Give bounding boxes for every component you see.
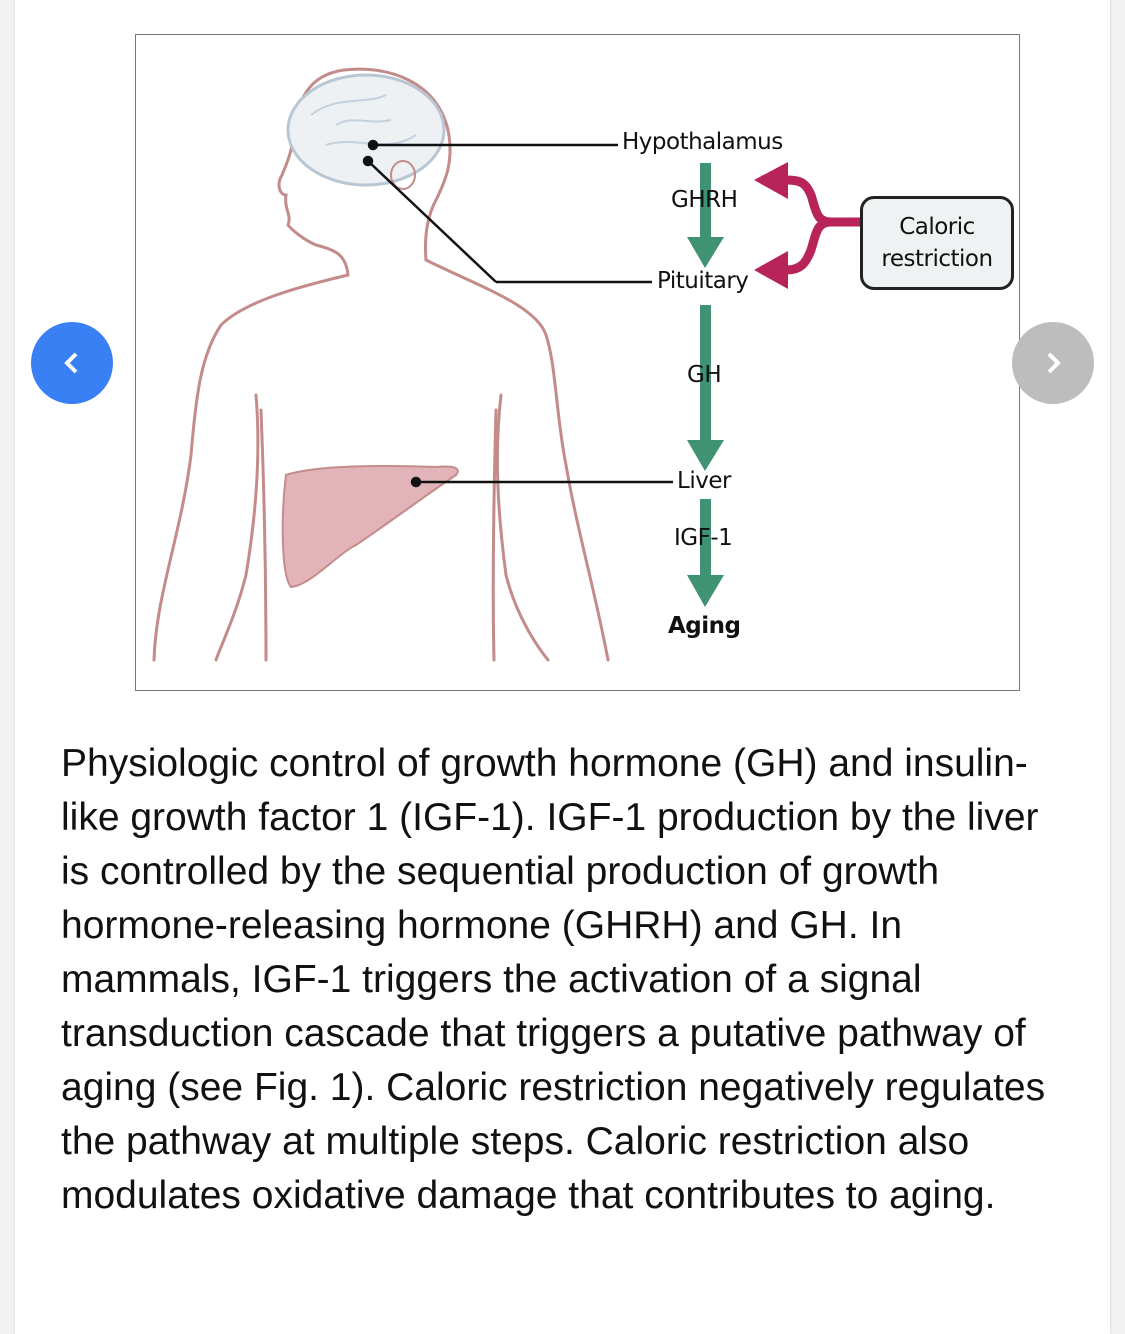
ear (390, 160, 416, 190)
label-gh: GH (687, 362, 722, 388)
caloric-restriction-box: Caloric restriction (860, 196, 1014, 290)
figure-caption: Physiologic control of growth hormone (G… (61, 742, 1046, 1217)
next-button[interactable] (1012, 322, 1094, 404)
previous-button[interactable] (31, 322, 113, 404)
green-arrows (687, 163, 724, 607)
chevron-left-icon (64, 352, 78, 374)
inhibition-arrows (754, 162, 863, 289)
brain-illustration (286, 73, 446, 187)
page: Hypothalamus GHRH Pituitary GH Liver IGF… (15, 0, 1110, 1334)
label-igf1: IGF-1 (674, 525, 733, 551)
pointer-lines (362, 139, 673, 488)
label-aging: Aging (668, 613, 741, 639)
label-pituitary: Pituitary (657, 268, 749, 294)
diagram-illustration (152, 67, 863, 662)
figure-diagram: Hypothalamus GHRH Pituitary GH Liver IGF… (135, 34, 1020, 691)
liver-illustration (281, 464, 459, 589)
label-hypothalamus: Hypothalamus (622, 129, 783, 155)
chevron-right-icon (1047, 352, 1061, 374)
label-ghrh: GHRH (671, 187, 738, 213)
label-liver: Liver (677, 468, 731, 494)
